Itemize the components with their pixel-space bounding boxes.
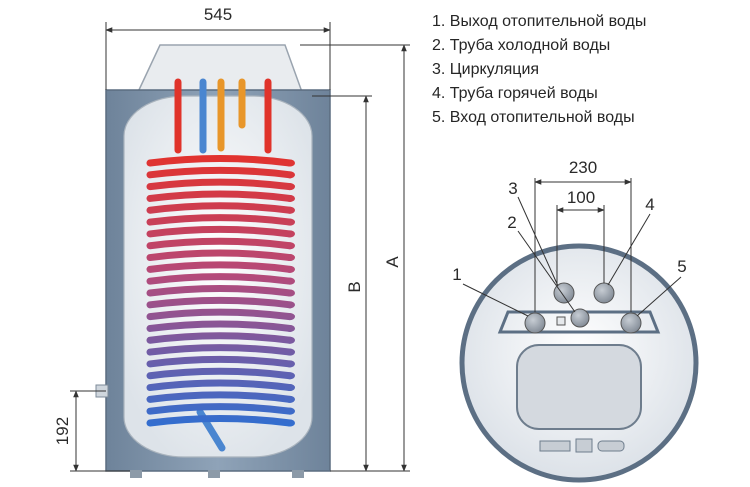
coil-turn-end [285,194,295,202]
connection-legend: 1. Выход отопительной воды 2. Труба холо… [432,10,646,130]
coil-turn-end [285,372,295,380]
tank-top-view [459,243,699,483]
coil-turn [146,415,294,427]
coil-turn-end [285,242,295,250]
side-dimensions [70,22,410,472]
display-button [575,438,593,453]
legend-item-heating-outlet: 1. Выход отопительной воды [432,13,647,30]
coil-turn [146,403,294,415]
coil-turn-end [285,171,295,179]
inner-spacing-label: 100 [567,188,595,207]
coil-turn [146,285,294,297]
coil-turn-end [285,159,295,167]
inlet-height-label: 192 [53,417,72,445]
coil-turn-end [285,336,295,344]
coil-turn [146,308,294,321]
hot-water-port [593,282,615,304]
coil-turn [146,190,294,202]
tank-foot [208,470,220,478]
legend-item-cold-water: 2. Труба холодной воды [432,37,611,54]
legend-item-circulation: 3. Циркуляция [432,61,540,78]
width-label: 545 [204,5,232,24]
coil-turn-end [285,313,295,321]
coil-turn [146,237,294,250]
display-button [597,440,625,452]
callout-3: 3 [508,179,517,198]
coil-turn [146,155,294,167]
tank-foot [130,470,142,478]
coil-turn [146,214,294,226]
heating-inlet-port [620,312,642,334]
coil-turn-end [285,230,295,238]
coil-turn [146,367,294,380]
legend-item-hot-water: 4. Труба горячей воды [432,85,598,102]
callout-5: 5 [677,257,686,276]
coil-turn [146,391,294,403]
outer-spacing-label: 230 [569,158,597,177]
coil-turn-end [285,277,295,285]
callout-4: 4 [645,195,654,214]
coil-turn-end [285,301,295,309]
coil-turn [146,320,294,332]
coil-turn [146,332,294,344]
cold-water-port [570,308,590,328]
coil-turn-end [285,183,295,191]
coil-turn [146,344,294,356]
coil-turn [146,261,294,273]
coil-turn [146,249,294,262]
legend-item-heating-inlet: 5. Вход отопительной воды [432,109,635,126]
circulation-port [553,282,575,304]
coil-turn [146,166,294,179]
sensor-port [556,316,566,326]
coil-turn [146,273,294,285]
coil-turn-end [285,384,295,392]
height-b-label: B [345,281,364,292]
coil-turn-end [285,407,295,415]
coil-turn-end [285,254,295,262]
coil-turn [146,178,294,191]
display-button [539,440,571,452]
tank-foot [292,470,304,478]
callout-1: 1 [452,265,461,284]
height-a-label: A [383,256,402,268]
top-dimensions [462,178,682,317]
tank-side-view [95,44,331,478]
heating-coil [146,155,295,427]
coil-turn-end [285,395,295,403]
coil-turn-end [285,206,295,214]
coil-turn [146,379,294,392]
coil-turn-end [285,218,295,226]
coil-turn-end [285,360,295,368]
coil-turn-end [285,324,295,332]
coil-turn [146,355,294,368]
coil-turn-end [285,348,295,356]
callout-2: 2 [507,213,516,232]
coil-turn-end [285,289,295,297]
heating-outlet-port [524,312,546,334]
coil-turn [146,225,294,238]
coil-turn [146,296,294,309]
coil-turn [146,202,294,214]
connection-plate [497,310,661,334]
control-panel-window [516,344,642,430]
coil-turn-end [285,419,295,427]
coil-turn-end [285,265,295,273]
